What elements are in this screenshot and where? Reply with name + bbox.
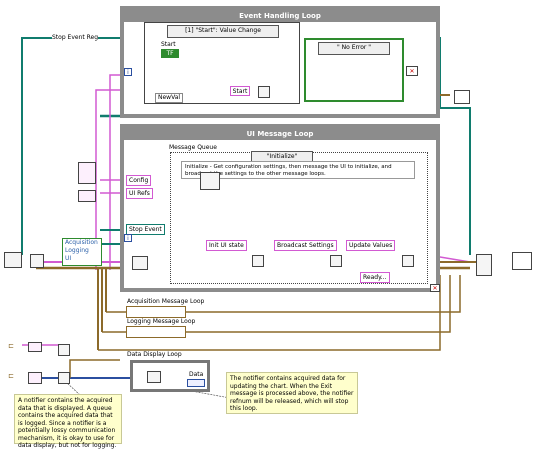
ui-loop-stop-node[interactable]: ✕	[430, 284, 440, 292]
event-structure: [1] "Start": Value Change Start TF NewVa…	[144, 22, 300, 104]
event-loop-iteration: i	[124, 68, 132, 76]
acquisition-message-loop[interactable]: Acquisition Message Loop	[126, 298, 204, 318]
ui-loop-iteration: i	[124, 234, 132, 242]
destroy-user-event-node[interactable]	[454, 90, 470, 104]
message-queue-cluster: Acquisition Logging UI	[62, 238, 102, 266]
newval-label: NewVal	[155, 93, 184, 103]
initialize-description: Initialize - Get configuration settings,…	[181, 161, 415, 179]
message-cases-label: Message Queue	[169, 144, 217, 151]
obtain-queue-node[interactable]	[58, 344, 70, 356]
dequeue-node[interactable]	[132, 256, 148, 270]
stop-boolean-node[interactable]: ✕	[406, 66, 418, 76]
unbundle-config-node[interactable]	[200, 172, 220, 190]
wait-notifier-node[interactable]	[147, 371, 161, 383]
notifier-queue-note: A notifier contains the acquired data th…	[14, 394, 122, 449]
stop-event-label: Stop Event	[126, 224, 165, 235]
error-handler-node[interactable]	[512, 252, 532, 270]
update-values-message[interactable]: Update Values	[346, 240, 396, 251]
data-display-loop-label: Data Display Loop	[127, 351, 182, 358]
stop-event-reg-label: Stop Event Reg	[52, 34, 99, 42]
initialize-node[interactable]	[30, 254, 44, 268]
logging-message-loop[interactable]: Logging Message Loop	[126, 318, 195, 338]
enqueue-node-2[interactable]	[330, 255, 342, 267]
acquisition-message-loop-label: Acquisition Message Loop	[127, 298, 205, 305]
enqueue-node-event[interactable]	[258, 86, 270, 98]
data-display-loop: Data Display Loop Data	[127, 351, 210, 392]
start-message-const[interactable]: Start	[230, 86, 250, 96]
ui-refs-node[interactable]	[78, 190, 96, 202]
chart-notifier-note: The notifier contains acquired data for …	[226, 372, 358, 414]
data-chart-node[interactable]	[187, 379, 205, 387]
ui-message-loop-title: UI Message Loop	[124, 128, 436, 140]
queue-constant-icon: ⊏	[8, 342, 14, 350]
config-label: Config	[126, 175, 152, 186]
ui-label: UI	[65, 255, 72, 262]
ui-refs-label: UI Refs	[126, 188, 153, 199]
data-label: Data	[189, 371, 204, 378]
enqueue-node-1[interactable]	[252, 255, 264, 267]
create-queues-node[interactable]	[4, 252, 22, 268]
error-case-structure: " No Error "	[304, 38, 404, 102]
init-ui-message[interactable]: Init UI state	[206, 240, 247, 251]
event-case-selector[interactable]: [1] "Start": Value Change	[167, 25, 279, 38]
obtain-notifier-node[interactable]	[58, 372, 70, 384]
notifier-constant-icon: ⊏	[8, 372, 14, 380]
data-queue-node[interactable]	[28, 342, 42, 352]
broadcast-settings-message[interactable]: Broadcast Settings	[274, 240, 337, 251]
config-cluster-node[interactable]	[78, 162, 96, 184]
start-label: Start	[161, 41, 176, 48]
error-case-selector[interactable]: " No Error "	[318, 42, 390, 55]
event-handling-loop-title: Event Handling Loop	[124, 10, 436, 22]
data-notifier-node[interactable]	[28, 372, 42, 384]
ready-message[interactable]: Ready...	[360, 272, 390, 283]
logging-label: Logging	[65, 247, 89, 254]
start-terminal[interactable]: TF	[161, 49, 179, 58]
release-queues-node[interactable]	[476, 254, 492, 276]
logging-message-loop-label: Logging Message Loop	[127, 318, 196, 325]
acquisition-label: Acquisition	[65, 239, 98, 246]
enqueue-node-3[interactable]	[402, 255, 414, 267]
